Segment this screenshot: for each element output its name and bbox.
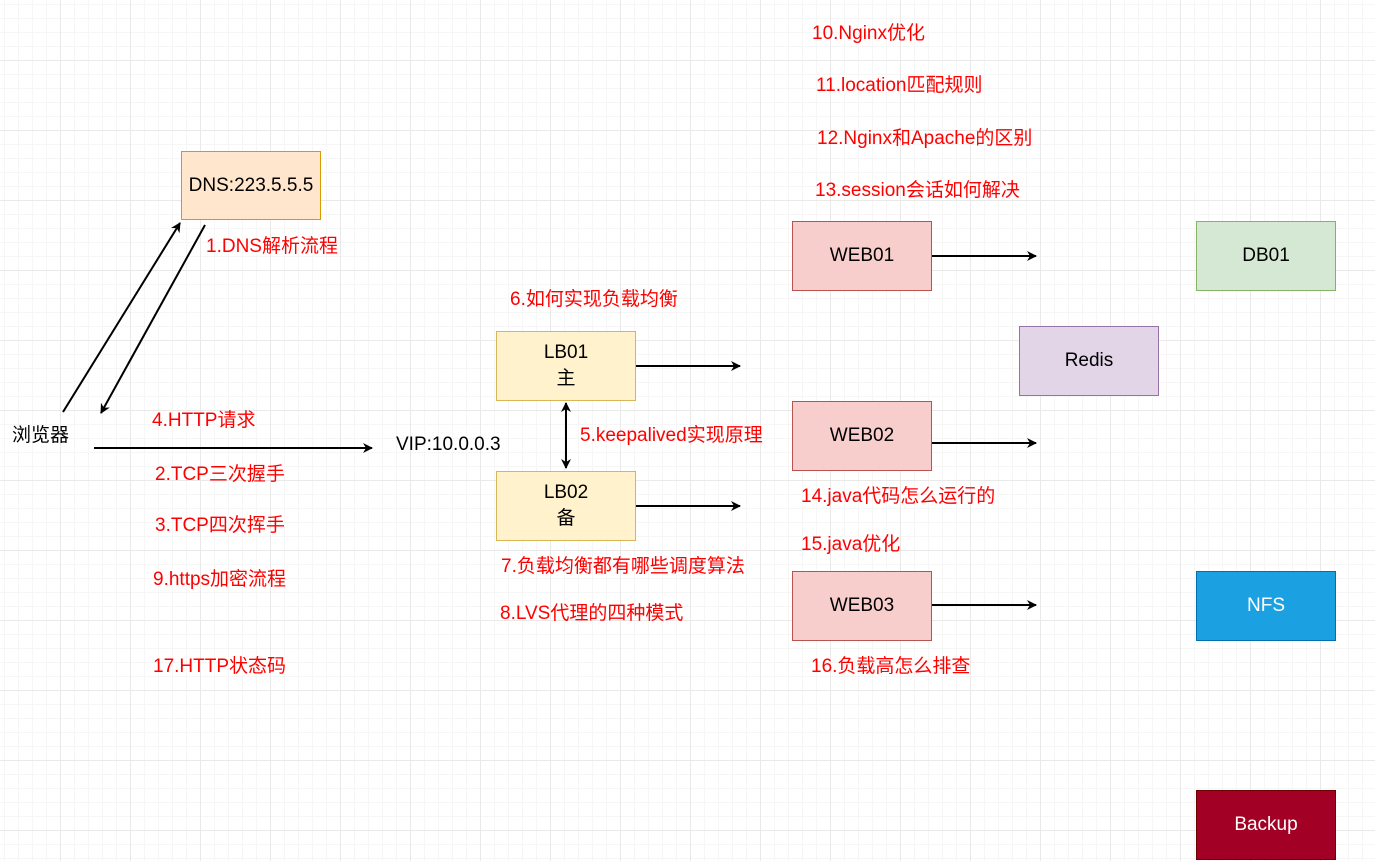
db01-label: DB01 xyxy=(1242,245,1290,266)
annotation-location-rules: 11.location匹配规则 xyxy=(816,75,983,96)
lb02-name: LB02 xyxy=(543,482,589,503)
annotation-lb-algorithms: 7.负载均衡都有哪些调度算法 xyxy=(501,556,745,577)
nfs-node[interactable]: NFS xyxy=(1196,571,1336,641)
annotation-tcp-handshake: 2.TCP三次握手 xyxy=(155,464,285,485)
redis-node[interactable]: Redis xyxy=(1019,326,1159,396)
lb01-node[interactable]: LB01 主 xyxy=(496,331,636,401)
web02-label: WEB02 xyxy=(829,425,895,446)
annotation-load-balance: 6.如何实现负载均衡 xyxy=(510,289,678,310)
nfs-label: NFS xyxy=(1247,595,1285,616)
web01-label: WEB01 xyxy=(829,245,895,266)
vip-label[interactable]: VIP:10.0.0.3 xyxy=(396,434,501,455)
backup-label: Backup xyxy=(1234,814,1298,835)
arrow-browser-to-dns xyxy=(62,222,181,413)
annotation-nginx-vs-apache: 12.Nginx和Apache的区别 xyxy=(817,128,1033,149)
annotation-dns-flow: 1.DNS解析流程 xyxy=(206,236,338,257)
annotation-http-status: 17.HTTP状态码 xyxy=(153,656,287,677)
web01-node[interactable]: WEB01 xyxy=(792,221,932,291)
arrow-dns-to-browser xyxy=(100,224,206,414)
lb02-role: 备 xyxy=(556,508,576,529)
db01-node[interactable]: DB01 xyxy=(1196,221,1336,291)
annotation-java-run: 14.java代码怎么运行的 xyxy=(801,486,996,507)
annotation-tcp-wave: 3.TCP四次挥手 xyxy=(155,515,285,536)
web03-node[interactable]: WEB03 xyxy=(792,571,932,641)
annotation-keepalived: 5.keepalived实现原理 xyxy=(580,425,763,446)
web03-label: WEB03 xyxy=(829,595,895,616)
annotation-java-opt: 15.java优化 xyxy=(801,534,901,555)
lb01-role: 主 xyxy=(556,368,576,389)
lb01-name: LB01 xyxy=(543,342,589,363)
dns-server-node[interactable]: DNS:223.5.5.5 xyxy=(181,151,321,220)
annotation-lvs-modes: 8.LVS代理的四种模式 xyxy=(500,603,684,624)
lb02-node[interactable]: LB02 备 xyxy=(496,471,636,541)
annotation-session: 13.session会话如何解决 xyxy=(815,180,1020,201)
redis-label: Redis xyxy=(1064,350,1114,371)
browser-label[interactable]: 浏览器 xyxy=(12,425,70,446)
annotation-high-load: 16.负载高怎么排查 xyxy=(811,656,971,677)
annotation-http-request: 4.HTTP请求 xyxy=(152,410,256,431)
dns-server-label: DNS:223.5.5.5 xyxy=(188,174,314,196)
annotation-https-encrypt: 9.https加密流程 xyxy=(153,569,287,590)
web02-node[interactable]: WEB02 xyxy=(792,401,932,471)
annotation-nginx-opt: 10.Nginx优化 xyxy=(812,23,925,44)
backup-node[interactable]: Backup xyxy=(1196,790,1336,860)
